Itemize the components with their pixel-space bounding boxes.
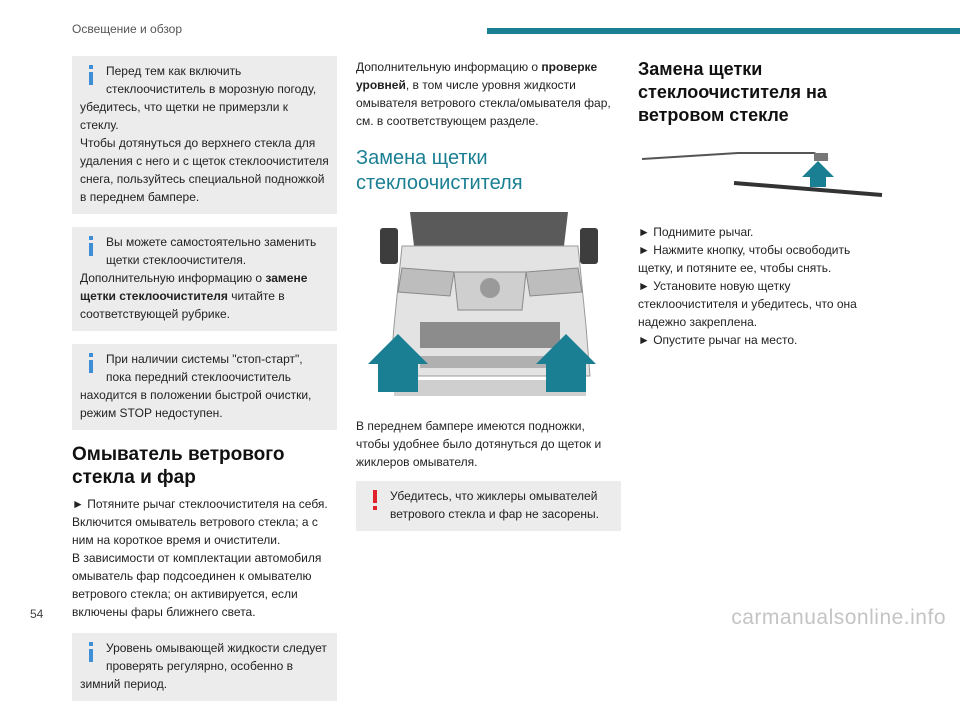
warning-note-jets: Убедитесь, что жиклеры омывателей ветров… [356, 481, 621, 531]
levels-post: , в том числе уровня жидкости омывателя … [356, 78, 611, 128]
info-icon [80, 64, 102, 88]
levels-pre: Дополнительную информацию о [356, 60, 542, 74]
page-number: 54 [30, 607, 44, 621]
paragraph-headlamp-washer: В зависимости от комплектации автомобиля… [72, 551, 322, 619]
column-right: Замена щетки стеклоочистителя на ветрово… [638, 58, 888, 349]
heading-wiper-replacement: Замена щетки стеклоочистителя [356, 147, 523, 194]
step-2: ► Нажмите кнопку, чтобы освободить щетку… [638, 243, 851, 275]
note-text-pre: Дополнительную информацию о [80, 271, 266, 285]
paragraph-steps-bumper: В переднем бампере имеются подножки, что… [356, 419, 602, 469]
info-note-stop-start: При наличии системы "стоп-старт", пока п… [72, 344, 337, 430]
info-note-replace: Вы можете самостоятельно заменить щетки … [72, 227, 337, 331]
info-note-frost: Перед тем как включить стеклоочиститель … [72, 56, 337, 214]
step-1: ► Поднимите рычаг. [638, 225, 754, 239]
heading-washer: Омыватель ветрового стекла и фар [72, 444, 285, 488]
van-front-illustration [368, 212, 602, 398]
note-text: Вы можете самостоятельно заменить щетки … [106, 235, 317, 267]
warning-text: Убедитесь, что жиклеры омывателей ветров… [390, 489, 599, 521]
header-accent-bar [487, 28, 960, 34]
note-text: Уровень омывающей жидкости следует прове… [80, 641, 327, 691]
column-middle: Дополнительную информацию о проверке уро… [356, 58, 621, 544]
column-left: Перед тем как включить стеклоочиститель … [72, 56, 337, 714]
info-note-fluid-level: Уровень омывающей жидкости следует прове… [72, 633, 337, 701]
heading-windscreen-wiper: Замена щетки стеклоочистителя на ветрово… [638, 59, 827, 125]
info-icon [80, 235, 102, 259]
paragraph-levels: Дополнительную информацию о проверке уро… [356, 58, 621, 130]
note-text-extra: Чтобы дотянуться до верхнего стекла для … [80, 136, 329, 204]
watermark: carmanualsonline.info [731, 606, 946, 629]
info-icon [80, 641, 102, 665]
info-icon [80, 352, 102, 376]
note-link-bold: замене щетки стеклоочистителя [80, 271, 308, 303]
warning-icon [364, 489, 386, 513]
step-pull-lever: ► Потяните рычаг стеклоочистителя на себ… [72, 497, 328, 511]
note-text-post: читайте в соответствующей рубрике. [80, 289, 285, 321]
paragraph-washer: Включится омыватель ветрового стекла; а … [72, 515, 318, 547]
note-text: При наличии системы "стоп-старт", пока п… [80, 352, 312, 420]
note-text: Перед тем как включить стеклоочиститель … [80, 64, 317, 132]
wiper-blade-illustration [641, 152, 883, 197]
step-4: ► Опустите рычаг на место. [638, 333, 798, 347]
section-title: Освещение и обзор [72, 22, 183, 36]
step-3: ► Установите новую щетку стеклоочистител… [638, 279, 857, 329]
levels-bold: проверке уровней [356, 60, 598, 92]
